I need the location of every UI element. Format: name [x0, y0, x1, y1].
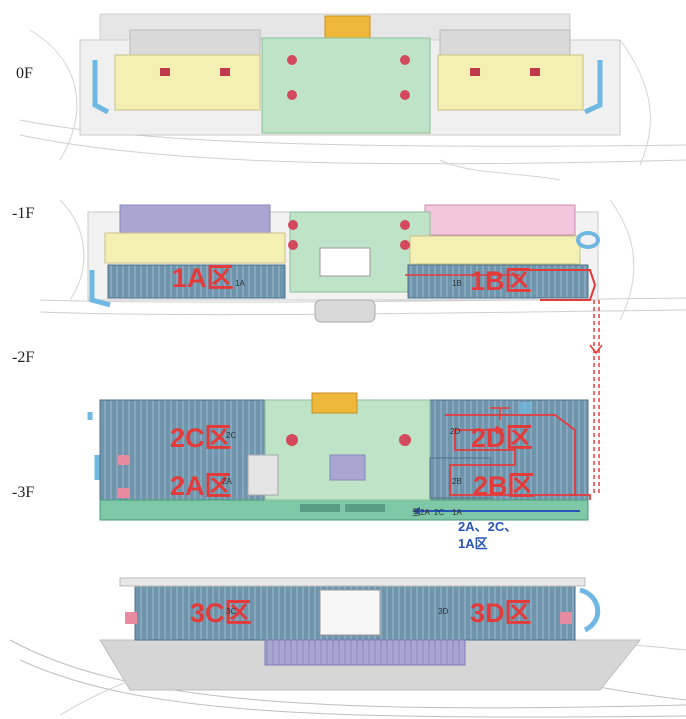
- zone-2d-label: 2D区: [471, 423, 533, 453]
- floor-label-minus1f: -1F: [12, 205, 34, 222]
- marker-1b: 1B: [452, 279, 462, 288]
- marker-2d: 2D: [450, 427, 460, 436]
- path-label-to-2a: 至2A: [412, 508, 430, 517]
- floor-label-minus2f: -2F: [12, 349, 34, 366]
- floor-minus3f-plan: [9, 577, 686, 718]
- floor-label-minus3f: -3F: [12, 484, 34, 501]
- zone-2a-label: 2A区: [170, 471, 232, 501]
- zone-3d-label: 3D区: [470, 598, 532, 628]
- path-label-2c: 2C: [434, 508, 444, 517]
- ramp-connector: [589, 300, 603, 495]
- marker-2b: 2B: [452, 477, 462, 486]
- route-note-line1: 2A、2C、: [458, 519, 517, 534]
- path-label-1a: 1A: [452, 508, 462, 517]
- floor-minus1f-plan: [39, 199, 686, 323]
- zone-2c-label: 2C区: [170, 423, 232, 453]
- zone-3c-label: 3C区: [190, 598, 252, 628]
- marker-2c: 2C: [226, 431, 236, 440]
- floor-0f-plan: [19, 13, 686, 181]
- marker-3c: 3C: [226, 607, 236, 616]
- marker-2a: 2A: [222, 477, 232, 486]
- marker-3d: 3D: [438, 607, 448, 616]
- zone-1a-label: 1A区: [172, 263, 234, 293]
- route-note-line2: 1A区: [458, 536, 488, 551]
- floor-label-0f: 0F: [16, 65, 33, 82]
- marker-1a: 1A: [235, 279, 245, 288]
- zone-1b-label: 1B区: [470, 266, 532, 296]
- floor-minus2f-plan: [87, 392, 591, 521]
- zone-2b-label: 2B区: [473, 471, 535, 501]
